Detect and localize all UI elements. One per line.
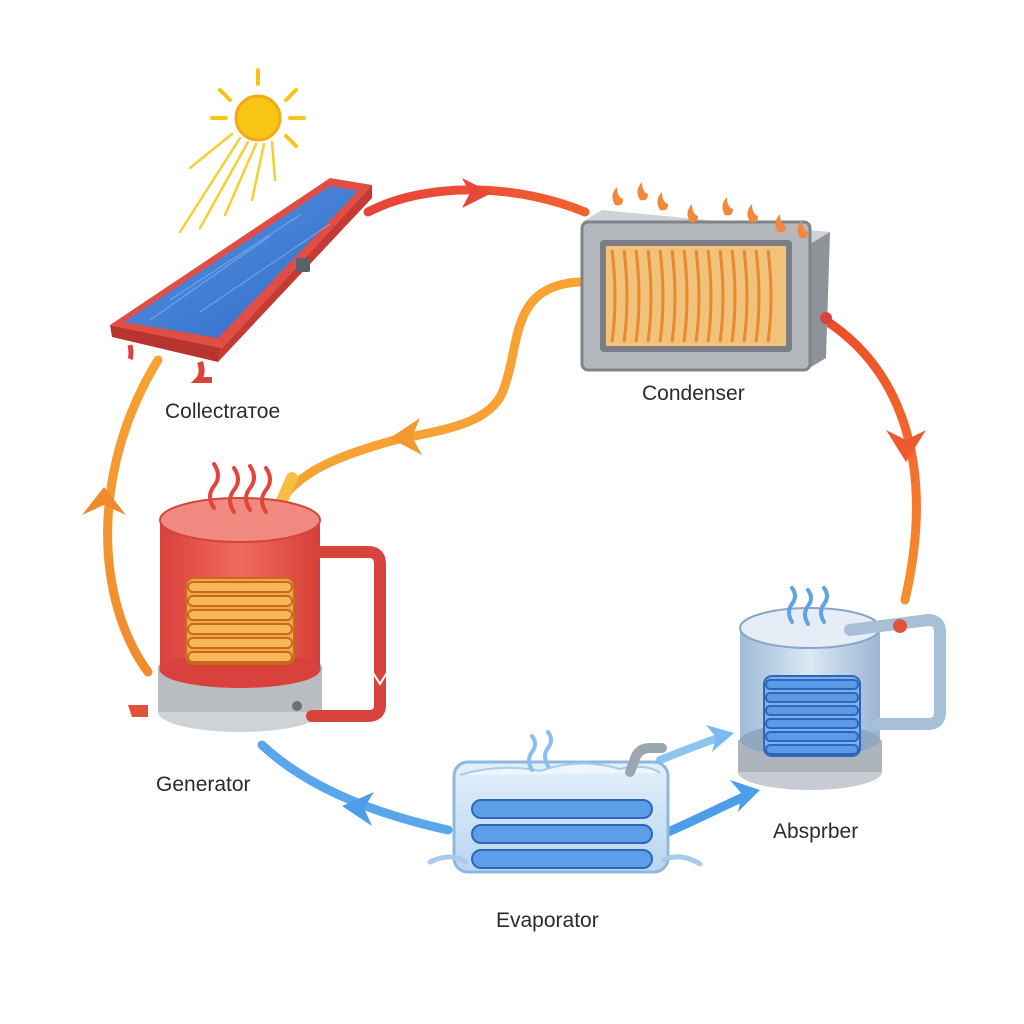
absorber-tank bbox=[738, 607, 946, 790]
flow-arrow-icon bbox=[886, 430, 926, 462]
absorber-side-pipe bbox=[844, 613, 946, 730]
flow-condenser-to-absorber bbox=[817, 313, 921, 605]
flow-arrow-icon bbox=[82, 487, 126, 515]
sun-icon bbox=[178, 68, 306, 234]
absorber-coil bbox=[763, 675, 861, 757]
flow-generator-to-collector bbox=[103, 355, 163, 677]
collector-panel bbox=[110, 178, 372, 383]
collector-label: Collectrатое bbox=[165, 400, 280, 423]
evaporator-outlet-pipe bbox=[625, 743, 667, 777]
flow-arrow-icon bbox=[390, 418, 422, 455]
steam-wisp-icon bbox=[527, 730, 553, 772]
evaporator-coil bbox=[471, 799, 653, 869]
generator-tank bbox=[128, 497, 391, 732]
flow-arrow-icon bbox=[706, 725, 734, 752]
steam-wisp-icon bbox=[208, 462, 272, 514]
condenser-label: Condenser bbox=[642, 382, 745, 405]
condenser-coil bbox=[610, 249, 773, 343]
generator-coil bbox=[185, 577, 295, 665]
heat-flame-icon bbox=[612, 182, 808, 239]
evaporator-unit bbox=[427, 743, 703, 874]
evaporator-label: Evaporator bbox=[496, 909, 599, 932]
flow-evaporator-to-absorber bbox=[663, 790, 753, 837]
flow-condenser-to-generator bbox=[280, 277, 585, 500]
flow-evaporator-to-absorber-upper bbox=[656, 734, 722, 764]
flow-arrow-icon bbox=[462, 178, 492, 208]
flow-arrow-icon bbox=[369, 667, 391, 686]
condenser-unit bbox=[580, 210, 832, 372]
flow-generator-to-evaporator bbox=[257, 740, 453, 835]
generator-label: Generator bbox=[156, 773, 251, 796]
steam-wisp-icon bbox=[787, 586, 829, 626]
flow-arrow-icon bbox=[342, 792, 374, 826]
absorber-label: Absprber bbox=[773, 820, 858, 843]
flow-arrow-icon bbox=[730, 780, 760, 812]
generator-side-pipe bbox=[306, 546, 386, 722]
